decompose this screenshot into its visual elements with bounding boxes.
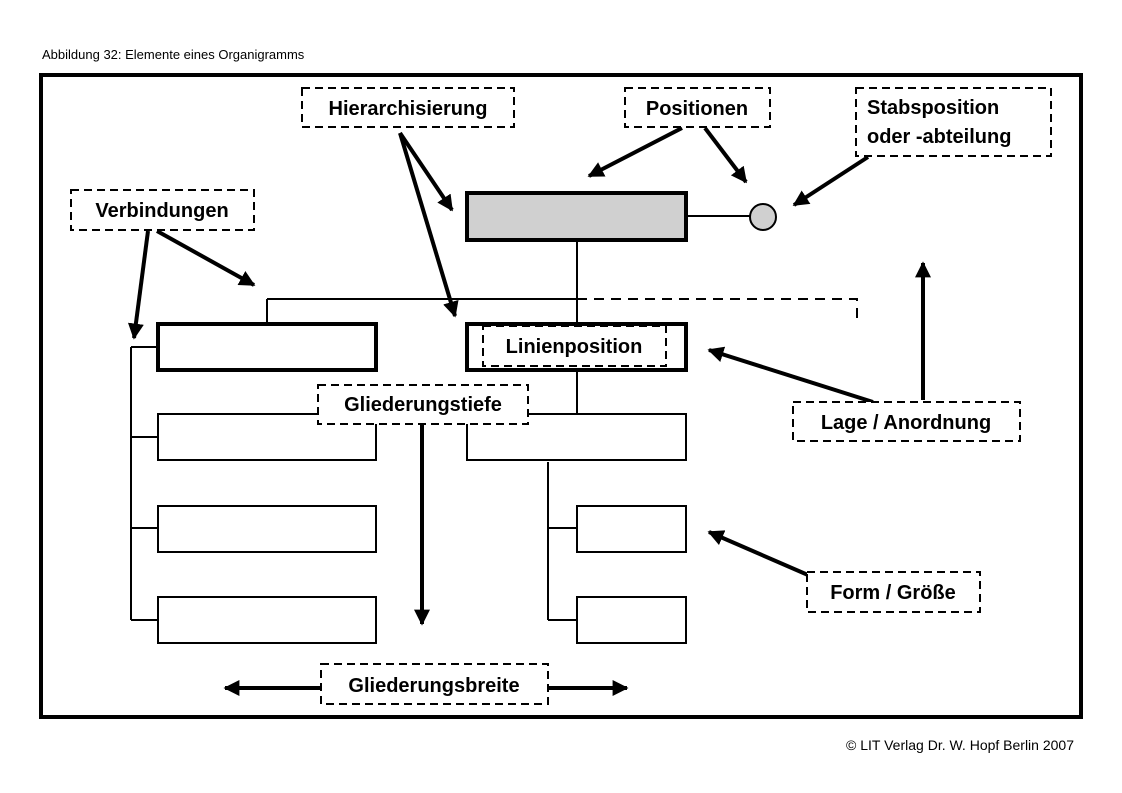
label-gliederungsbreite: Gliederungsbreite (320, 663, 549, 705)
label-positionen-text: Positionen (646, 98, 748, 120)
label-lage-anordnung: Lage / Anordnung (792, 401, 1021, 442)
label-verbindungen-text: Verbindungen (95, 200, 228, 222)
connector-lines (130, 215, 750, 621)
copyright-notice: © LIT Verlag Dr. W. Hopf Berlin 2007 (846, 737, 1074, 753)
label-linienposition: Linienposition (482, 325, 667, 367)
figure-caption: Abbildung 32: Elemente eines Organigramm… (42, 47, 305, 62)
pointer-arrows (127, 126, 931, 696)
label-verbindungen: Verbindungen (70, 189, 255, 231)
label-gliederungstiefe: Gliederungstiefe (317, 384, 529, 425)
top-position-box (465, 191, 688, 242)
arrow-verbindungen-to-line (156, 229, 256, 287)
right-small-box-1 (576, 505, 687, 553)
label-hierarchisierung-text: Hierarchisierung (329, 98, 488, 120)
label-gliederungstiefe-text: Gliederungstiefe (344, 394, 502, 416)
arrow-hierarchisierung-to-line (398, 132, 459, 318)
staff-position-circle (749, 203, 777, 231)
label-gliederungsbreite-text: Gliederungsbreite (348, 675, 519, 697)
arrow-hierarchisierung-to-top (398, 131, 454, 212)
label-positionen: Positionen (624, 87, 771, 128)
label-stabsposition-line1: Stabsposition (867, 97, 999, 119)
label-linienposition-text: Linienposition (506, 336, 643, 358)
right-small-box-2 (576, 596, 687, 644)
label-stabsposition: Stabsposition oder -abteilung (855, 87, 1052, 157)
label-hierarchisierung: Hierarchisierung (301, 87, 515, 128)
arrow-positionen-to-top (587, 126, 683, 178)
label-stabsposition-line2: oder -abteilung (867, 126, 1011, 148)
staff-dashed-connector (577, 298, 858, 325)
arrow-verbindungen-to-left (127, 230, 150, 340)
label-form-groesse: Form / Größe (806, 571, 981, 613)
arrow-form-to-box (707, 530, 809, 577)
arrow-stab-to-circle (792, 155, 870, 207)
arrow-lage-to-box (707, 346, 874, 404)
arrow-positionen-to-circle (703, 126, 748, 184)
line-unit-left-box (156, 322, 378, 372)
label-lage-anordnung-text: Lage / Anordnung (821, 412, 991, 434)
label-form-groesse-text: Form / Größe (830, 582, 956, 604)
diagram-frame (39, 73, 1083, 719)
left-sub-box-3 (157, 596, 377, 644)
left-sub-box-2 (157, 505, 377, 553)
